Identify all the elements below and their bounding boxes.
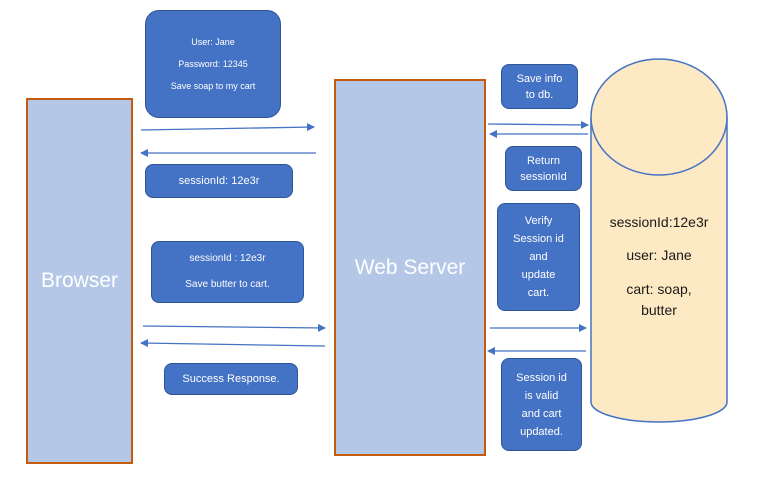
note-valid: Session id is valid and cart updated. — [501, 358, 582, 451]
note-login: User: Jane Password: 12345 Save soap to … — [145, 10, 281, 118]
browser-label: Browser — [40, 269, 119, 292]
arrow-save-db — [487, 120, 589, 129]
db-cart-text-2: butter — [641, 302, 677, 318]
note-verify-line4: update — [521, 269, 556, 281]
note-session-response: sessionId: 12e3r — [145, 164, 293, 198]
note-return-session-line1: Return — [526, 154, 561, 167]
note-valid-line2: is valid — [524, 389, 559, 402]
note-return-session-line2: sessionId — [520, 170, 567, 183]
arrow-success-response — [140, 339, 326, 348]
note-second-request: sessionId : 12e3r Save butter to cart. — [151, 241, 304, 303]
note-login-action: Save soap to my cart — [170, 81, 256, 91]
web-server-box: Web Server — [334, 79, 486, 456]
note-verify-line5: cart. — [527, 287, 550, 299]
note-save-db: Save info to db. — [501, 64, 578, 109]
note-verify: Verify Session id and update cart. — [497, 203, 580, 311]
note-success-text: Success Response. — [182, 373, 280, 385]
note-success: Success Response. — [164, 363, 298, 395]
note-save-db-line1: Save info — [516, 72, 563, 85]
note-second-request-session: sessionId : 12e3r — [189, 253, 266, 264]
arrow-login-request — [140, 123, 315, 132]
note-session-response-text: sessionId: 12e3r — [178, 175, 260, 187]
note-login-user: User: Jane — [191, 37, 235, 47]
note-verify-line1: Verify — [524, 215, 553, 227]
web-server-label: Web Server — [354, 255, 466, 279]
note-valid-line3: and cart — [521, 407, 562, 420]
note-return-session: Return sessionId — [505, 146, 582, 191]
note-save-db-line2: to db. — [525, 88, 554, 101]
arrow-second-request — [142, 323, 326, 332]
note-verify-line3: and — [529, 251, 548, 263]
note-login-password: Password: 12345 — [178, 59, 248, 69]
db-cart-text-1: cart: soap, — [626, 281, 692, 297]
db-user-text: user: Jane — [626, 247, 692, 263]
database-cylinder — [590, 58, 728, 423]
browser-box: Browser — [26, 98, 133, 464]
note-second-request-action: Save butter to cart. — [185, 279, 270, 290]
note-verify-line2: Session id — [513, 233, 564, 245]
db-session-text: sessionId:12e3r — [609, 214, 709, 230]
note-valid-line4: updated. — [520, 425, 563, 438]
note-valid-line1: Session id — [516, 371, 567, 384]
